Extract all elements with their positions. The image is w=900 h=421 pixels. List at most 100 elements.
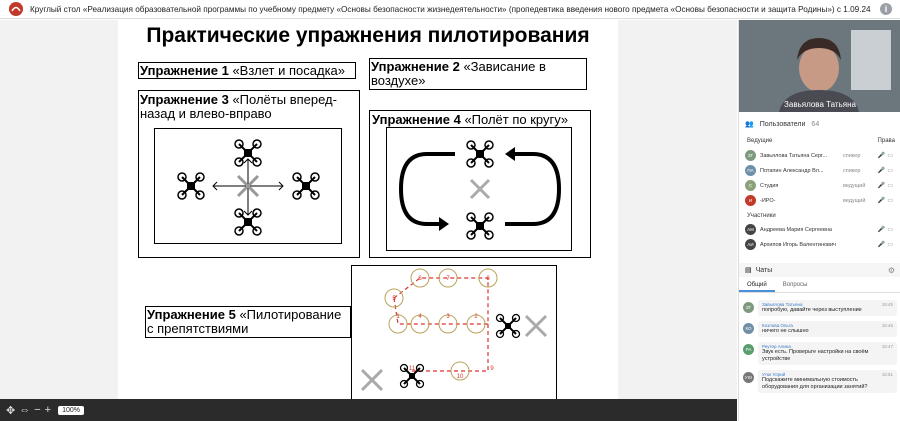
participant-controls-icon[interactable]: 🎤▭ xyxy=(877,153,895,159)
window-title: Круглый стол «Реализация образовательной… xyxy=(30,4,871,14)
arrow-head-icon xyxy=(439,217,449,231)
avatar: РА xyxy=(743,344,754,355)
participant-role: спикер xyxy=(843,167,861,174)
tab-questions[interactable]: Вопросы xyxy=(782,282,808,288)
participant-row[interactable]: С Студия ведущий 🎤▭ xyxy=(745,178,895,193)
exercise-4: Упражнение 4 «Полёт по кругу» xyxy=(372,113,582,127)
gate-number: 1 xyxy=(396,314,400,320)
exercise-5-label: Упражнение 5 xyxy=(147,307,236,322)
participants-label: Участники xyxy=(747,213,776,219)
participant-controls-icon[interactable]: 🎤▭ xyxy=(877,183,895,189)
gate-number: 7 xyxy=(446,276,450,282)
participant-role: спикер xyxy=(843,152,861,159)
message-author: Козлова Ольга xyxy=(762,323,793,328)
avatar: АМ xyxy=(745,224,756,235)
fit-width-icon[interactable]: ⇔ xyxy=(19,404,31,416)
exercise-5-gate-numbers: 6 7 8 5 1 4 3 2 9 10 11 xyxy=(392,276,494,380)
avatar: ЗТ xyxy=(743,302,754,313)
participant-row[interactable]: И -ИРО- ведущий 🎤▭ xyxy=(745,193,895,208)
participant-row[interactable]: АМ Андреева Мария Сергеевна 🎤▭ xyxy=(745,222,895,237)
chat-icon: ▤ xyxy=(745,267,752,274)
gate-number: 5 xyxy=(392,296,396,302)
participant-controls-icon[interactable]: 🎤▭ xyxy=(877,168,895,174)
exercise-5-text: «Пилотирование с препятствиями xyxy=(147,307,342,336)
gate-number: 8 xyxy=(486,276,490,282)
exercise-5-obstacle-x xyxy=(360,314,548,392)
chats-label: Чаты xyxy=(755,266,773,274)
exercise-2-box xyxy=(369,58,587,90)
participant-name: Студия xyxy=(760,182,779,189)
side-panel: Завьялова Татьяна 👥 Пользователи 64 Веду… xyxy=(738,20,900,421)
message-time: 15:45 xyxy=(881,302,893,307)
drone-icon xyxy=(292,172,320,200)
message-text: ничего не слышно xyxy=(762,328,809,334)
gate-number: 2 xyxy=(474,314,478,320)
zoom-in-button[interactable]: + xyxy=(44,404,52,416)
gate-number: 10 xyxy=(457,374,464,380)
speaker-name: Завьялова Татьяна xyxy=(784,100,856,109)
users-header[interactable]: 👥 Пользователи 64 xyxy=(739,118,900,130)
message-author: Реутер Алина xyxy=(762,344,791,349)
exercise-3: Упражнение 3 «Полёты вперед-назад и влев… xyxy=(140,93,340,121)
message-text: Подскажите минимальную стоимость оборудо… xyxy=(762,377,868,390)
participant-controls-icon[interactable]: 🎤▭ xyxy=(877,242,895,248)
exercise-4-label: Упражнение 4 xyxy=(372,112,461,127)
participant-name: Завьялова Татьяна Серг... xyxy=(760,152,827,159)
exercise-1-text: «Взлет и посадка» xyxy=(228,63,346,78)
avatar: АИ xyxy=(745,239,756,250)
chats-header[interactable]: ▤ Чаты ⚙ xyxy=(739,263,900,277)
message-time: 15:47 xyxy=(881,344,893,349)
participant-row[interactable]: ЗТ Завьялова Татьяна Серг... спикер 🎤▭ xyxy=(745,148,895,163)
exercise-1: Упражнение 1 «Взлет и посадка» xyxy=(140,64,354,78)
drone-icon xyxy=(399,363,425,389)
participant-role: ведущий xyxy=(843,197,866,204)
avatar: УЮ xyxy=(743,372,754,383)
participant-row[interactable]: ПА Потапин Александр Вл... спикер 🎤▭ xyxy=(745,163,895,178)
exercise-2-label: Упражнение 2 xyxy=(371,59,460,74)
exercise-3-diagram xyxy=(154,128,342,244)
avatar: И xyxy=(745,195,756,206)
drone-icon xyxy=(234,208,262,236)
zoom-level[interactable]: 100% xyxy=(58,405,84,415)
avatar: КО xyxy=(743,323,754,334)
exercise-2-text: «Зависание в воздухе» xyxy=(371,59,546,88)
exercise-3-center-x xyxy=(236,174,260,198)
gear-icon[interactable]: ⚙ xyxy=(887,265,895,275)
chat-message: КО Козлова Ольга 15:46 ничего не слышно xyxy=(743,321,897,337)
message-time: 15:46 xyxy=(881,323,893,328)
exercise-2: Упражнение 2 «Зависание в воздухе» xyxy=(371,60,583,88)
participant-role: ведущий xyxy=(843,182,866,189)
participant-controls-icon[interactable]: 🎤▭ xyxy=(877,198,895,204)
exercise-5-gates xyxy=(384,268,498,381)
exercise-3-drone-diagram xyxy=(177,139,320,236)
participant-name: Андреева Мария Сергеевна xyxy=(760,226,832,233)
exercise-4-text: «Полёт по кругу» xyxy=(460,112,569,127)
drone-icon xyxy=(466,140,494,168)
info-icon[interactable]: i xyxy=(880,3,892,15)
exercise-5-route xyxy=(393,277,489,372)
exercise-3-label: Упражнение 3 xyxy=(140,92,229,107)
leaders-header: Ведущие Права xyxy=(747,138,895,144)
message-text: попробую, давайте через выступление xyxy=(762,307,862,313)
participant-name: Потапин Александр Вл... xyxy=(760,167,824,174)
window-title-bar: Круглый стол «Реализация образовательной… xyxy=(0,0,900,19)
exercise-4-circle-arrows xyxy=(398,152,562,226)
participants-list: АМ Андреева Мария Сергеевна 🎤▭ АИ Архипо… xyxy=(745,222,895,252)
exercise-4-diagram xyxy=(386,127,572,251)
tab-general[interactable]: Общий xyxy=(739,279,775,292)
participant-row[interactable]: АИ Архипов Игорь Валентинович 🎤▭ xyxy=(745,237,895,252)
exercise-3-text: «Полёты вперед-назад и влево-вправо xyxy=(140,92,337,121)
message-author: Утюг Юрий xyxy=(762,372,786,377)
zoom-out-button[interactable]: − xyxy=(34,404,41,416)
gate-number: 3 xyxy=(446,314,450,320)
participant-name: -ИРО- xyxy=(760,197,776,204)
participant-controls-icon[interactable]: 🎤▭ xyxy=(877,227,895,233)
gate-number: 11 xyxy=(409,366,416,372)
gate-number: 9 xyxy=(490,366,494,372)
move-icon[interactable]: ✥ xyxy=(6,404,16,417)
exercise-4-center-x xyxy=(469,178,491,200)
gate-number: 6 xyxy=(418,276,422,282)
participant-name: Архипов Игорь Валентинович xyxy=(760,241,836,248)
